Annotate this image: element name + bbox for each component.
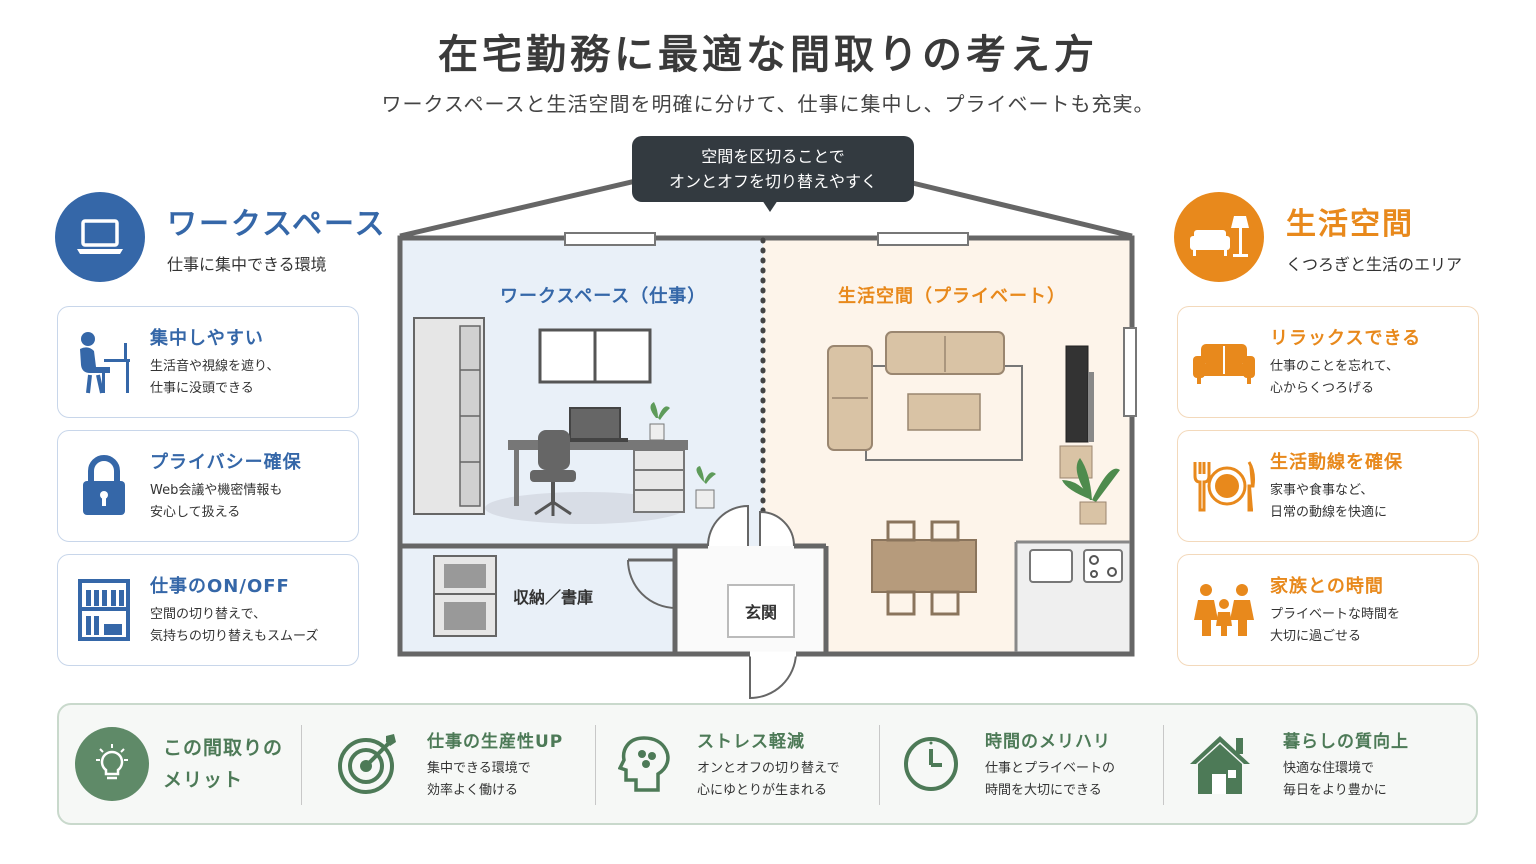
work-subtitle: 仕事に集中できる環境 <box>167 255 327 274</box>
life-card-family-line1: プライベートな時間を <box>1270 607 1401 622</box>
life-card-relax: リラックスできる 仕事のことを忘れて、 心からくつろげる <box>1177 306 1479 418</box>
life-card-family: 家族との時間 プライベートな時間を 大切に過ごせる <box>1177 554 1479 666</box>
life-card-flow-line1: 家事や食事など、 <box>1270 483 1374 498</box>
merit-panel: この間取りの メリット 仕事の生産性UP 集中できる環境で 効率よく働ける スト… <box>57 703 1478 825</box>
merit-heading: この間取りの メリット <box>75 705 283 823</box>
work-card-onoff-line2: 気持ちの切り替えもスムーズ <box>150 629 319 644</box>
window-side <box>1123 327 1137 417</box>
life-title: 生活空間 <box>1286 207 1414 242</box>
merit-time-title: 時間のメリハリ <box>985 731 1111 752</box>
merit-quality-title: 暮らしの質向上 <box>1283 731 1409 752</box>
work-card-onoff-line1: 空間の切り替えで、 <box>150 607 267 622</box>
life-card-relax-title: リラックスできる <box>1270 328 1422 349</box>
life-card-family-title: 家族との時間 <box>1270 576 1384 597</box>
work-card-focus: 集中しやすい 生活音や視線を遮り、 仕事に没頭できる <box>57 306 359 418</box>
floor-plant <box>695 489 715 509</box>
stove <box>1083 549 1123 583</box>
work-card-privacy-line1: Web会議や機密情報も <box>150 483 283 498</box>
door-work <box>707 504 749 547</box>
lightbulb-icon <box>75 727 149 801</box>
merit-title-line1: この間取りの <box>163 737 284 759</box>
merit-quality-line1: 快適な住環境で <box>1283 760 1375 776</box>
merit-title-line2: メリット <box>163 769 244 791</box>
sink <box>1029 549 1073 583</box>
laptop <box>569 407 621 441</box>
office-chair <box>538 430 570 470</box>
life-card-relax-line1: 仕事のことを忘れて、 <box>1270 359 1399 374</box>
work-title: ワークスペース <box>167 207 387 242</box>
door-life <box>759 510 795 547</box>
window-work <box>564 232 656 246</box>
merit-quality-line2: 毎日をより豊かに <box>1283 782 1387 798</box>
person-at-desk-icon <box>58 307 150 417</box>
house-icon <box>1185 732 1255 796</box>
bookshelf-icon <box>58 555 150 665</box>
life-card-flow-title: 生活動線を確保 <box>1270 452 1403 473</box>
merit-divider <box>1163 725 1164 805</box>
work-card-privacy-line2: 安心して扱える <box>150 505 241 520</box>
clock-icon <box>901 735 961 793</box>
merit-divider <box>595 725 596 805</box>
life-subtitle: くつろぎと生活のエリア <box>1286 255 1463 274</box>
laptop-icon <box>55 192 145 282</box>
floor-plan <box>397 177 1137 700</box>
entrance-box: 玄関 <box>727 584 795 638</box>
page-title: 在宅勤務に最適な間取りの考え方 <box>438 32 1098 78</box>
work-card-privacy: プライバシー確保 Web会議や機密情報も 安心して扱える <box>57 430 359 542</box>
padlock-icon <box>58 431 150 541</box>
merit-item-productivity: 仕事の生産性UP 集中できる環境で 効率よく働ける <box>331 705 563 823</box>
window-life <box>877 232 969 246</box>
work-card-privacy-title: プライバシー確保 <box>150 452 302 473</box>
life-card-flow: 生活動線を確保 家事や食事など、 日常の動線を快適に <box>1177 430 1479 542</box>
merit-item-stress: ストレス軽減 オンとオフの切り替えで 心にゆとりが生まれる <box>615 705 840 823</box>
storage-label: 収納／書庫 <box>513 588 594 607</box>
work-card-onoff-title: 仕事のON/OFF <box>150 576 290 597</box>
tv <box>1065 345 1089 443</box>
desk <box>508 440 688 450</box>
life-card-flow-line2: 日常の動線を快適に <box>1270 505 1388 520</box>
work-heading: ワークスペース 仕事に集中できる環境 <box>55 192 387 282</box>
sofa-lamp-icon <box>1174 192 1264 282</box>
door-storage <box>627 559 677 609</box>
work-card-focus-line1: 生活音や視線を遮り、 <box>150 359 280 374</box>
merit-divider <box>879 725 880 805</box>
desk-plant <box>650 402 670 420</box>
merit-divider <box>301 725 302 805</box>
sofa-icon <box>1178 307 1270 417</box>
coffee-table <box>907 393 981 431</box>
target-icon <box>331 732 405 796</box>
merit-productivity-line1: 集中できる環境で <box>427 760 531 776</box>
callout-tail <box>762 200 778 212</box>
merit-time-line1: 仕事とプライベートの <box>985 760 1116 776</box>
life-zone-label: 生活空間（プライベート） <box>838 286 1066 307</box>
life-card-relax-line2: 心からくつろげる <box>1270 381 1375 396</box>
merit-time-line2: 時間を大切にできる <box>985 782 1102 798</box>
work-zone-label: ワークスペース（仕事） <box>500 286 707 307</box>
plate-cutlery-icon <box>1178 431 1270 541</box>
merit-item-time: 時間のメリハリ 仕事とプライベートの 時間を大切にできる <box>901 705 1115 823</box>
merit-stress-title: ストレス軽減 <box>697 731 805 752</box>
work-card-onoff: 仕事のON/OFF 空間の切り替えで、 気持ちの切り替えもスムーズ <box>57 554 359 666</box>
entrance-label: 玄関 <box>744 603 777 622</box>
head-mind-icon <box>615 734 675 794</box>
merit-productivity-line2: 効率よく働ける <box>427 782 519 798</box>
callout-line2: オンとオフを切り替えやすく <box>668 172 877 191</box>
merit-item-quality: 暮らしの質向上 快適な住環境で 毎日をより豊かに <box>1185 705 1409 823</box>
life-card-family-line2: 大切に過ごせる <box>1270 629 1362 644</box>
merit-stress-line2: 心にゆとりが生まれる <box>697 782 828 798</box>
callout-line1: 空間を区切ることで <box>701 147 845 166</box>
life-heading: 生活空間 くつろぎと生活のエリア <box>1174 192 1462 282</box>
door-front <box>749 653 797 700</box>
large-plant <box>1062 458 1120 502</box>
merit-stress-line1: オンとオフの切り替えで <box>697 760 840 776</box>
dining-table <box>871 539 977 593</box>
merit-productivity-title: 仕事の生産性UP <box>427 731 564 752</box>
work-card-focus-title: 集中しやすい <box>150 328 264 349</box>
family-icon <box>1178 555 1270 665</box>
roof-line <box>399 177 1133 239</box>
callout-bubble: 空間を区切ることで オンとオフを切り替えやすく <box>632 136 914 202</box>
work-card-focus-line2: 仕事に没頭できる <box>150 381 254 396</box>
page-subtitle: ワークスペースと生活空間を明確に分けて、仕事に集中し、プライベートも充実。 <box>381 92 1155 116</box>
